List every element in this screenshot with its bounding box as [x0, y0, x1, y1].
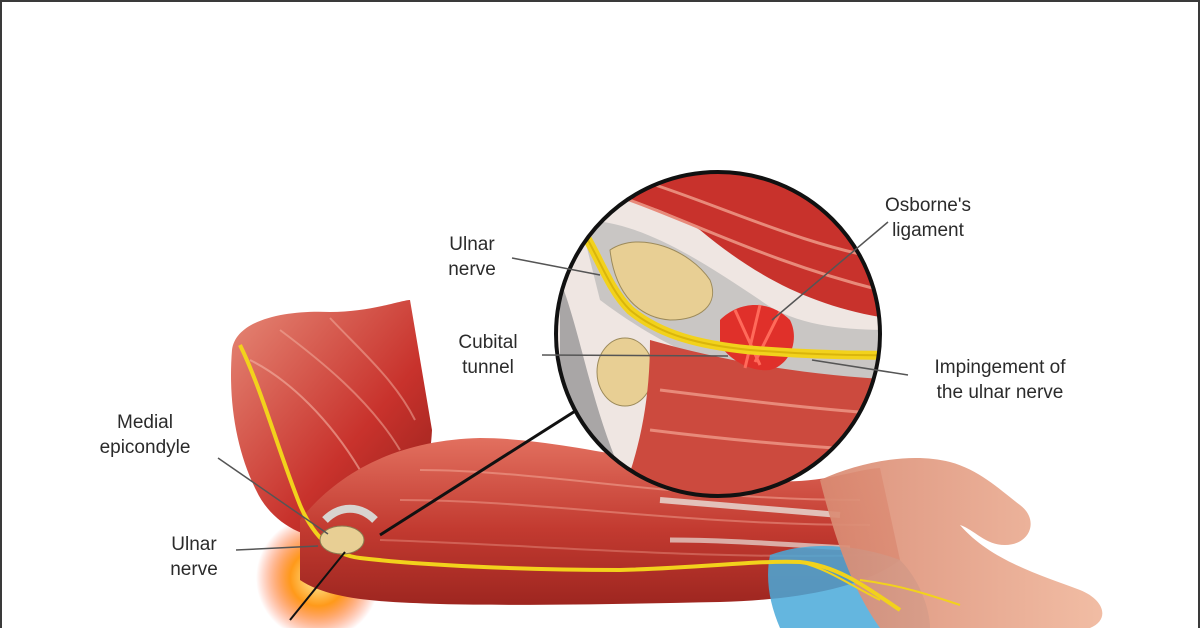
label-ulnar-nerve-top: Ulnar nerve [428, 232, 516, 282]
label-cubital-tunnel: Cubital tunnel [440, 330, 536, 380]
label-line: Cubital [458, 332, 518, 353]
label-line: Osborne's [884, 195, 971, 216]
label-osbornes-ligament: Osborne's ligament [876, 193, 980, 243]
label-line: Ulnar [449, 234, 495, 255]
label-line: ligament [892, 220, 964, 241]
label-line: epicondyle [99, 437, 191, 458]
label-impingement: Impingement of the ulnar nerve [908, 355, 1092, 405]
magnified-view [556, 172, 880, 496]
label-line: tunnel [462, 357, 514, 378]
leader-ulnar-nerve-top [511, 257, 601, 276]
medial-epicondyle-bone [319, 525, 365, 555]
label-line: the ulnar nerve [936, 382, 1064, 403]
leader-osbornes-ligament [771, 221, 889, 321]
label-ulnar-nerve-bottom: Ulnar nerve [150, 532, 238, 582]
leader-impingement [811, 359, 909, 376]
label-line: nerve [448, 259, 496, 280]
leader-ulnar-nerve-bottom [235, 545, 319, 551]
label-medial-epicondyle: Medial epicondyle [80, 410, 210, 460]
label-line: Ulnar [171, 534, 217, 555]
magnified-view-border [554, 170, 882, 498]
label-line: nerve [170, 559, 218, 580]
label-line: Impingement of [934, 357, 1066, 378]
leader-cubital-tunnel [541, 354, 729, 357]
magnify-connector [379, 406, 581, 537]
leader-medial-epicondyle [217, 457, 329, 535]
label-line: Medial [117, 412, 173, 433]
